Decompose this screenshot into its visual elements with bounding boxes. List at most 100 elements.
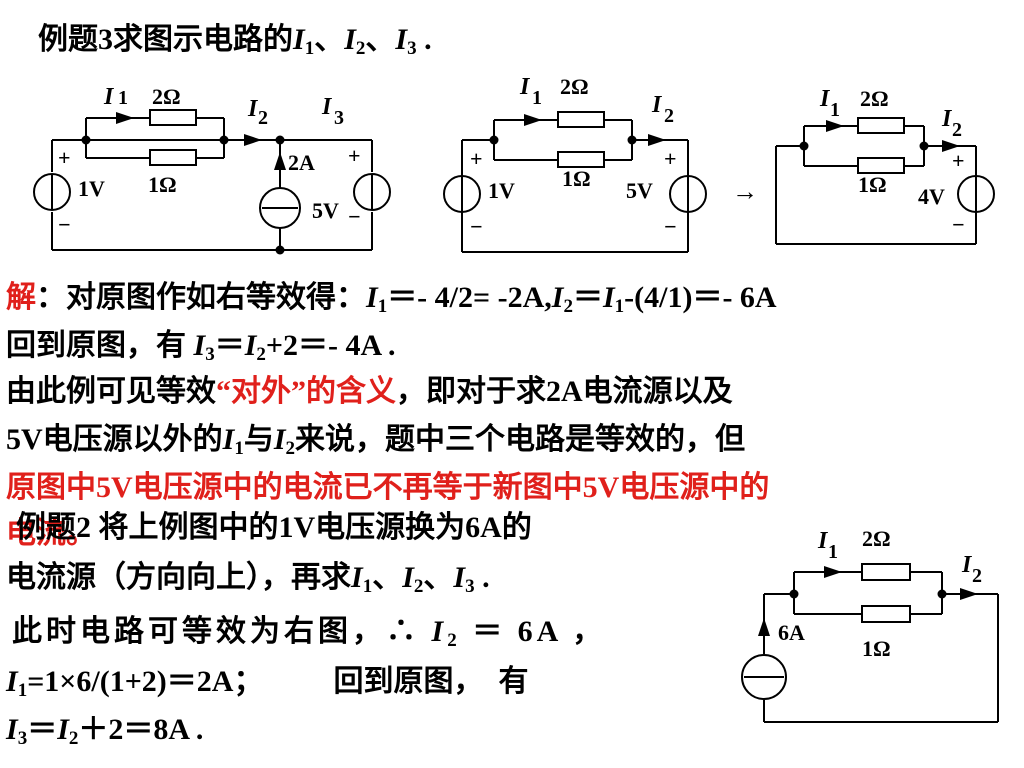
label-r-top: 2Ω: [152, 84, 181, 109]
line-text: ＝ 6A ，: [460, 615, 607, 648]
period: .: [424, 23, 432, 56]
example2-line-2: 电流源（方向向上），再求I1、I2、I3 .: [6, 560, 490, 596]
arrow-right-icon: [648, 134, 666, 146]
label-i1-sub: 1: [118, 87, 128, 109]
sub-2: 2: [355, 38, 366, 59]
solution-text: 对原图作如右等效得：: [66, 281, 366, 314]
eq-part: ＝: [214, 329, 245, 362]
solution-line: 解：对原图作如右等效得：I1＝- 4/2= -2A,I2＝I1-(4/1)＝- …: [6, 280, 777, 316]
arrow-right-icon: [960, 588, 978, 600]
explanation-line-3: 原图中5V电压源中的电流已不再等于新图中5V电压源中的: [6, 470, 769, 506]
eq-part: +2＝- 4A .: [265, 329, 396, 362]
line-text: 来说，题中三个电路是等效的，但: [295, 423, 746, 456]
arrow-right-icon: [826, 120, 844, 132]
separator: 、: [423, 561, 454, 594]
solution-label: 解: [6, 281, 36, 314]
label-i3-sub: 3: [334, 107, 344, 129]
label-i2-sub: 2: [258, 107, 268, 129]
sub: 2: [256, 344, 266, 365]
label-i-src: 6A: [778, 620, 805, 645]
label-r-bot: 1Ω: [148, 172, 177, 197]
arrow-up-icon: [758, 618, 770, 636]
line-text: =1×6/(1+2)＝2A；: [27, 665, 264, 698]
sub: 1: [17, 680, 28, 701]
resistor-1ohm: [149, 149, 197, 166]
label-v-right: 5V: [626, 178, 653, 203]
resistor-1ohm: [857, 157, 905, 174]
explanation-line-1: 由此例可见等效“对外”的含义，即对于求2A电流源以及: [6, 374, 733, 410]
label-r-top: 2Ω: [862, 526, 891, 551]
resistor-2ohm: [857, 117, 905, 134]
var: I: [193, 329, 206, 362]
var: I: [273, 423, 286, 456]
var-i2: I: [344, 23, 356, 56]
plus-sign: +: [58, 145, 71, 170]
node-dot: [789, 589, 799, 599]
sub: 3: [465, 576, 475, 597]
sub: 3: [17, 728, 28, 749]
var: I: [453, 561, 466, 594]
resistor-2ohm: [557, 111, 605, 128]
line-text: 与: [243, 423, 274, 456]
separator: 、: [314, 23, 345, 56]
resistor-2ohm: [861, 563, 911, 581]
node-dot: [489, 135, 499, 145]
var: I: [6, 713, 18, 746]
return-line: 回到原图，有 I3＝I2+2＝- 4A .: [6, 328, 395, 364]
var: I: [551, 281, 564, 314]
arrow-right-icon: [116, 112, 134, 124]
label-r-bot: 1Ω: [562, 166, 591, 191]
explanation-line-2: 5V电压源以外的I1与I2来说，题中三个电路是等效的，但: [6, 422, 745, 458]
label-i2: I: [651, 92, 663, 118]
label-i1-sub: 1: [532, 87, 542, 109]
separator: 、: [365, 23, 396, 56]
line-text: 例题2 将上例图中的1V电压源换为6A的: [16, 511, 532, 544]
line-text: 回到原图， 有: [333, 665, 529, 698]
node-dot: [275, 135, 285, 145]
minus-sign: −: [952, 212, 965, 237]
var: I: [431, 615, 448, 648]
eq-part: ＝: [27, 713, 58, 746]
line-text: 由此例可见等效: [6, 375, 216, 408]
label-v-left: 1V: [488, 178, 515, 203]
label-i-src: 2A: [288, 150, 315, 175]
sub: 3: [205, 344, 215, 365]
resistor-2ohm: [149, 109, 197, 126]
node-dot: [937, 589, 947, 599]
line-text: 电流源（方向向上），再求: [6, 561, 351, 594]
label-i2: I: [247, 96, 259, 122]
example3-title: 例题3求图示电路的I1、I2、I3 .: [38, 22, 432, 58]
line-text: 此时电路可等效为右图，∴: [12, 615, 432, 648]
sub: 2: [285, 438, 296, 459]
node-dot: [627, 135, 637, 145]
var: I: [244, 329, 257, 362]
var: I: [351, 561, 363, 594]
explanation-line-4: 电流。: [6, 516, 96, 552]
separator: 、: [372, 561, 403, 594]
line-text: ＋2＝8A .: [78, 713, 204, 746]
minus-sign: −: [348, 204, 361, 229]
label-i1: I: [817, 528, 829, 554]
label-i3: I: [321, 94, 333, 120]
arrow-right-icon: [942, 140, 960, 152]
node-dot: [919, 141, 929, 151]
var-i1: I: [293, 23, 305, 56]
label-v-left: 1V: [78, 176, 105, 201]
node-dot: [81, 135, 91, 145]
result-line-2: I3＝I2＋2＝8A .: [6, 712, 203, 748]
plus-sign: +: [348, 143, 361, 168]
highlight-text: 原图中5V电压源中的电流已不再等于新图中5V电压源中的: [6, 471, 770, 504]
eq-part: ＝: [572, 281, 603, 314]
var: I: [6, 665, 18, 698]
highlight-text: “对外”的含义: [216, 375, 396, 408]
label-r-top: 2Ω: [560, 74, 589, 99]
label-i1-sub: 1: [828, 541, 838, 563]
var-i3: I: [395, 23, 408, 56]
var: I: [402, 561, 414, 594]
label-i1: I: [103, 84, 115, 110]
sub: 2: [68, 728, 79, 749]
result-line-1: I1=1×6/(1+2)＝2A； 回到原图， 有: [6, 664, 528, 700]
minus-sign: −: [58, 212, 71, 237]
arrow-up-icon: [274, 152, 286, 170]
sub: 1: [362, 576, 373, 597]
